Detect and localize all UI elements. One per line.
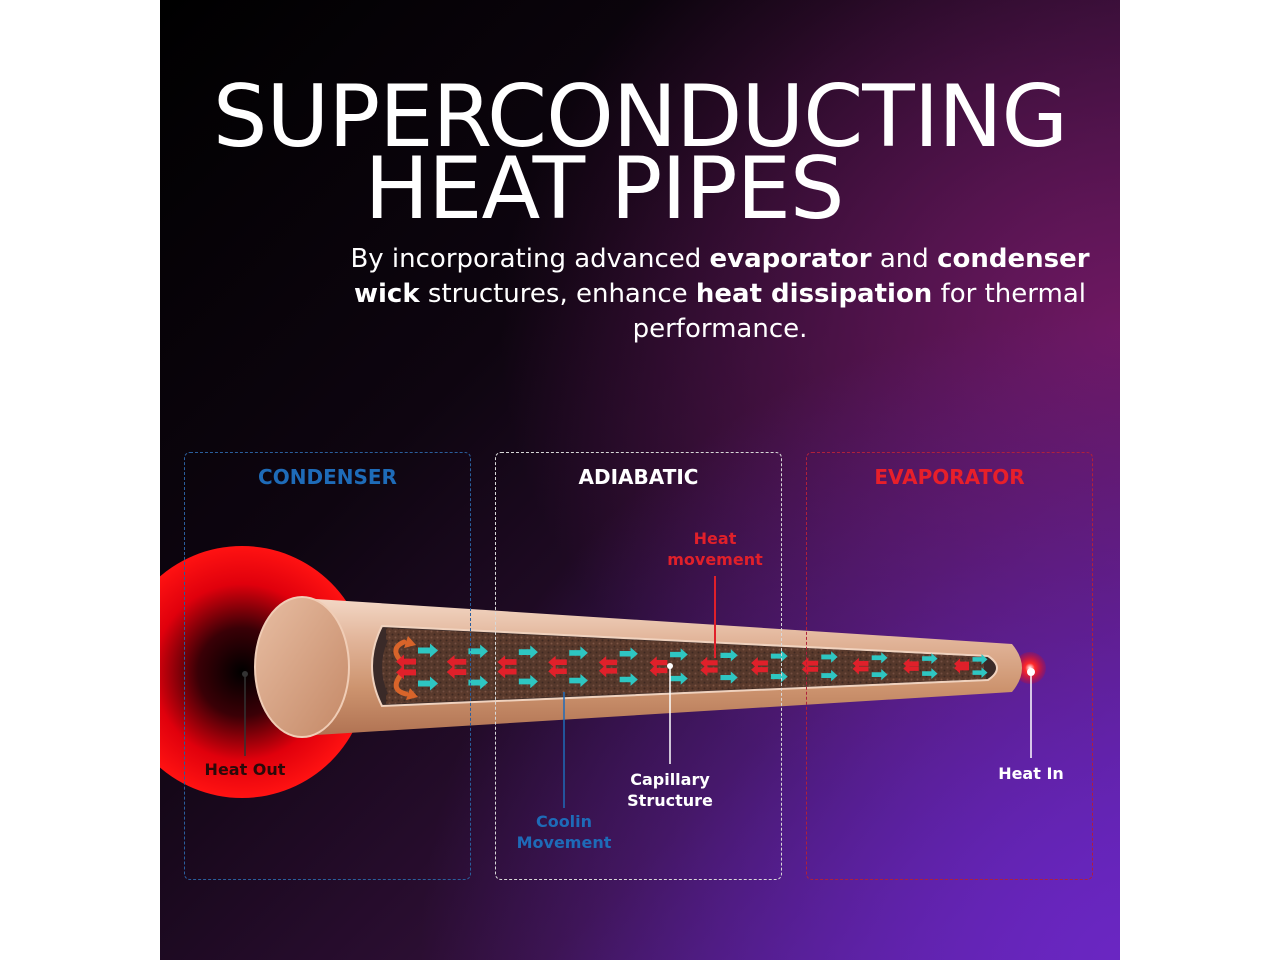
cool-flow-arrow xyxy=(972,654,988,665)
cool-flow-arrow xyxy=(922,668,938,679)
cool-flow-arrow xyxy=(619,673,638,686)
page-title: SUPERCONDUCTING xyxy=(212,67,1068,167)
cool-flow-arrow xyxy=(871,669,888,681)
cool-flow-arrow xyxy=(972,667,988,678)
heat-in-dot xyxy=(1027,668,1035,676)
zone-label-evaporator: EVAPORATOR xyxy=(874,465,1025,489)
heat-flow-arrow xyxy=(598,656,618,669)
cool-flow-arrow xyxy=(468,644,488,659)
heat-flow-arrow xyxy=(446,665,467,679)
heat-flow-arrow xyxy=(903,663,919,674)
cool-flow-arrow xyxy=(468,675,488,690)
zone-condenser: CONDENSER xyxy=(184,452,471,880)
heat-flow-arrow xyxy=(598,664,618,678)
heat-flow-arrow xyxy=(801,663,819,676)
heat-out-label: Heat Out xyxy=(205,760,286,779)
heat-flow-arrow xyxy=(751,663,768,676)
flow-arrows xyxy=(396,643,988,691)
heat-in-glow xyxy=(1014,652,1046,684)
wick-top xyxy=(386,628,986,661)
cool-flow-arrow xyxy=(619,647,638,661)
coolin-label: Movement xyxy=(517,833,612,852)
cool-flow-arrow xyxy=(720,671,738,684)
zone-adiabatic: ADIABATIC xyxy=(495,452,782,880)
heat-movement-label: Heat xyxy=(694,529,737,548)
cool-flow-arrow xyxy=(770,670,788,683)
coolin-label: Coolin xyxy=(536,812,592,831)
capillary-label: Capillary xyxy=(630,770,710,789)
zone-label-condenser: CONDENSER xyxy=(258,465,397,489)
subtitle: By incorporating advanced evaporator and… xyxy=(350,244,1090,344)
pipe-end-cap xyxy=(254,596,350,738)
heat-flow-arrow xyxy=(497,655,517,669)
cool-flow-arrow xyxy=(720,649,738,662)
heat-flow-arrow xyxy=(446,654,467,669)
cool-flow-arrow xyxy=(871,652,888,664)
cool-flow-arrow xyxy=(569,646,588,660)
heat-flow-arrow xyxy=(396,654,416,669)
return-arrows xyxy=(393,639,409,697)
heat-flow-arrow xyxy=(497,664,517,679)
cool-flow-arrow xyxy=(418,676,438,691)
cool-flow-arrow xyxy=(518,645,538,659)
heat-pipe-infographic: Heat movement Capillary Structure Coolin… xyxy=(160,0,1120,960)
heat-flow-arrow xyxy=(649,664,668,677)
cool-flow-arrow xyxy=(821,669,838,682)
wick-bottom xyxy=(386,675,986,704)
heat-in-label: Heat In xyxy=(998,764,1064,783)
capillary-label: Structure xyxy=(627,791,713,810)
heat-flow-arrow xyxy=(700,664,718,677)
cool-flow-arrow xyxy=(569,674,588,688)
zone-evaporator: EVAPORATOR xyxy=(806,452,1093,880)
return-arrow-head xyxy=(404,636,416,648)
heat-flow-arrow xyxy=(548,655,567,669)
cool-flow-arrow xyxy=(518,674,538,689)
capillary-dot xyxy=(667,663,673,669)
heat-flow-arrow xyxy=(751,657,768,669)
cool-flow-arrow xyxy=(922,653,938,664)
heat-flow-arrow xyxy=(700,656,718,669)
heat-movement-label: movement xyxy=(667,550,763,569)
page-title-line2: HEAT PIPES xyxy=(364,139,844,239)
heat-flow-arrow xyxy=(396,665,416,680)
heat-flow-arrow xyxy=(954,662,969,674)
heat-flow-arrow xyxy=(548,664,567,678)
cool-flow-arrow xyxy=(770,650,788,663)
return-arrow-head xyxy=(406,688,418,700)
heat-flow-arrow xyxy=(649,656,668,669)
heat-out-dot xyxy=(242,671,248,677)
cool-flow-arrow xyxy=(670,648,688,661)
heat-flow-arrow xyxy=(852,663,869,675)
heat-pipe-diagram: Heat movement Capillary Structure Coolin… xyxy=(160,529,1064,852)
cool-flow-arrow xyxy=(821,651,838,663)
zone-label-adiabatic: ADIABATIC xyxy=(578,465,699,489)
cool-flow-arrow xyxy=(670,672,688,685)
cool-flow-arrow xyxy=(418,643,438,658)
